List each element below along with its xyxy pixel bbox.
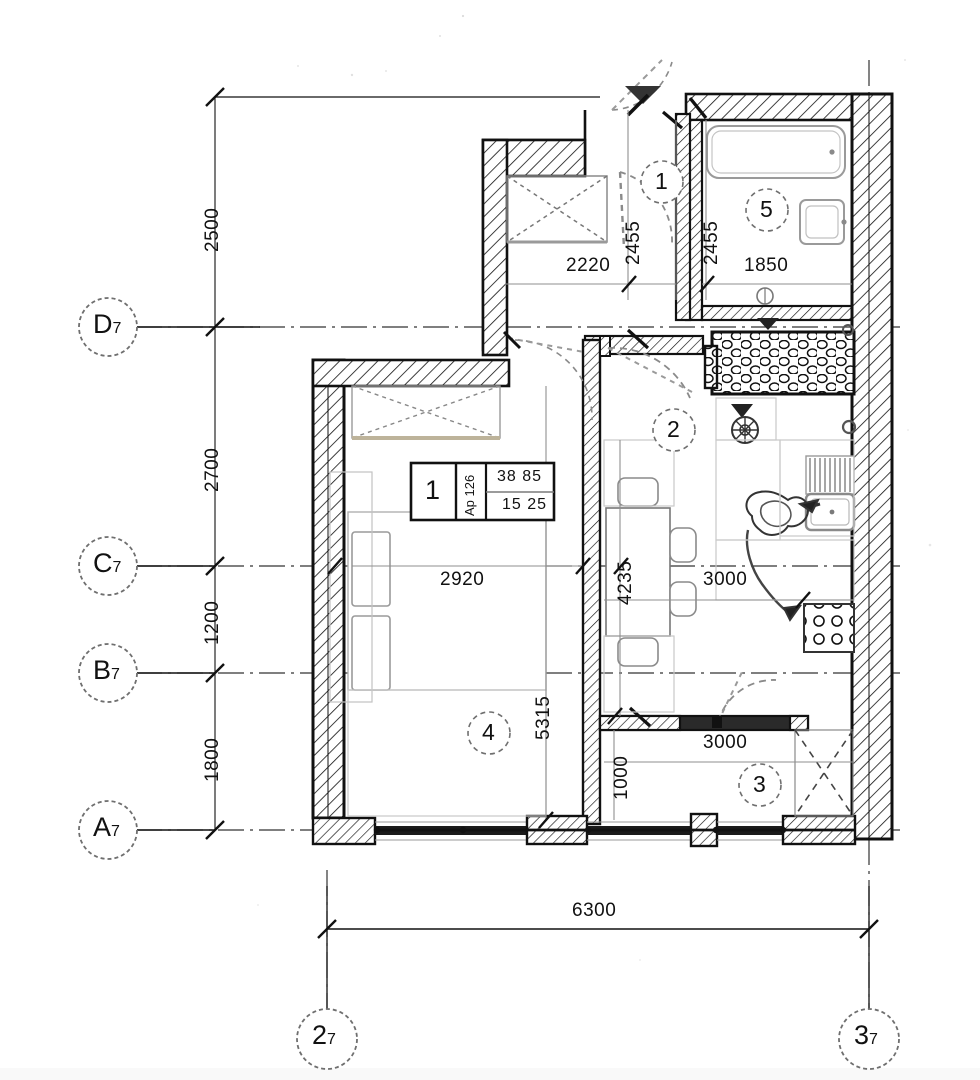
wardrobe-hall [506, 175, 608, 244]
axis-bubble-B7 [78, 643, 138, 703]
dining-chairs [617, 477, 697, 667]
apartment-number: 1 [425, 475, 441, 505]
nightstand [351, 531, 391, 607]
axis-bubble-C7 [78, 536, 138, 596]
bottom-dimension [317, 886, 879, 1012]
apartment-code: Ар 126 [462, 474, 477, 516]
wall-hall-right [674, 112, 692, 322]
interior-dimension-lines [352, 110, 854, 820]
dimension-1800: 1800 [202, 737, 223, 782]
cooktop [803, 603, 855, 653]
door-living-top [502, 330, 593, 421]
wall-central-partition [581, 338, 602, 826]
axis-label-3-7: 37 [854, 1020, 878, 1050]
dining-chair [617, 637, 659, 667]
axis-bubble-3-7 [838, 1008, 900, 1070]
dimension-2220: 2220 [566, 255, 611, 276]
dimension-2920: 2920 [440, 569, 485, 590]
apartment-label-box [409, 461, 556, 522]
room-bubble-3 [738, 763, 782, 807]
door-bathroom [688, 96, 708, 120]
axis-label-D7: D7 [93, 309, 122, 339]
dimension-1850: 1850 [744, 255, 789, 276]
hollow-core-slab [703, 330, 856, 396]
axis-bubble-D7 [78, 297, 138, 357]
armchair [745, 490, 821, 622]
entrance-door [611, 59, 673, 117]
room-number-1: 1 [655, 168, 668, 194]
dimension-5315: 5315 [533, 695, 554, 740]
wall-main-top [311, 358, 511, 388]
washbasin [799, 199, 847, 245]
room-number-bubbles [467, 160, 789, 807]
room-bubble-1 [640, 160, 684, 204]
dimension-6300: 6300 [572, 900, 617, 921]
room-bubble-2 [652, 408, 696, 452]
nightstand [351, 615, 391, 691]
dimension-3000-lower: 3000 [703, 732, 748, 753]
wardrobe-bedroom [351, 385, 501, 440]
paper-noise [0, 14, 980, 1080]
axis-bubbles-bottom [296, 1008, 900, 1070]
wall-right-outer [850, 92, 894, 841]
door-loggia [628, 671, 777, 728]
room-bubble-5 [745, 188, 789, 232]
axis-leaders [136, 326, 260, 831]
dimension-3000-upper: 3000 [703, 569, 748, 590]
axis-label-A7: A7 [93, 812, 120, 842]
wall-left-outer [311, 358, 346, 820]
apartment-total-area: 38 85 [497, 468, 543, 485]
ventilation-symbol [731, 404, 857, 444]
dimension-2455-hall: 2455 [623, 220, 644, 265]
room-number-4: 4 [482, 719, 495, 745]
axis-bubbles [78, 297, 138, 860]
axis-label-C7: C7 [93, 548, 122, 578]
bed [329, 471, 547, 703]
dimension-2455-bath: 2455 [701, 220, 722, 265]
dimension-2500: 2500 [202, 207, 223, 252]
room-bubble-4 [467, 711, 511, 755]
axis-bubble-2-7 [296, 1008, 358, 1070]
dining-chair [669, 527, 697, 563]
dining-chair [669, 581, 697, 617]
axis-bubble-A7 [78, 800, 138, 860]
apartment-living-area: 15 25 [502, 496, 548, 513]
room-number-5: 5 [760, 196, 773, 222]
dining-chair [617, 477, 659, 507]
wall-hall-bottom [599, 335, 611, 357]
wall-bathroom-bottom [700, 304, 854, 322]
dimension-2700: 2700 [202, 447, 223, 492]
loggia-glazing [794, 729, 854, 817]
interior-dimension-ticks [327, 275, 811, 829]
wall-loggia-partition [598, 714, 810, 732]
wall-wing-left [481, 138, 509, 357]
axis-label-2-7: 27 [312, 1020, 336, 1050]
door-living-right [607, 328, 693, 399]
bathtub [706, 125, 846, 179]
dimension-1000: 1000 [611, 755, 632, 800]
dimension-1200: 1200 [202, 600, 223, 645]
room-number-2: 2 [667, 416, 680, 442]
wall-bottom-outer [311, 812, 857, 848]
room-number-3: 3 [753, 771, 766, 797]
dimension-4235: 4235 [615, 560, 636, 605]
kitchen-sink [804, 455, 856, 532]
axis-label-B7: B7 [93, 655, 120, 685]
plumbing-riser [756, 287, 854, 336]
